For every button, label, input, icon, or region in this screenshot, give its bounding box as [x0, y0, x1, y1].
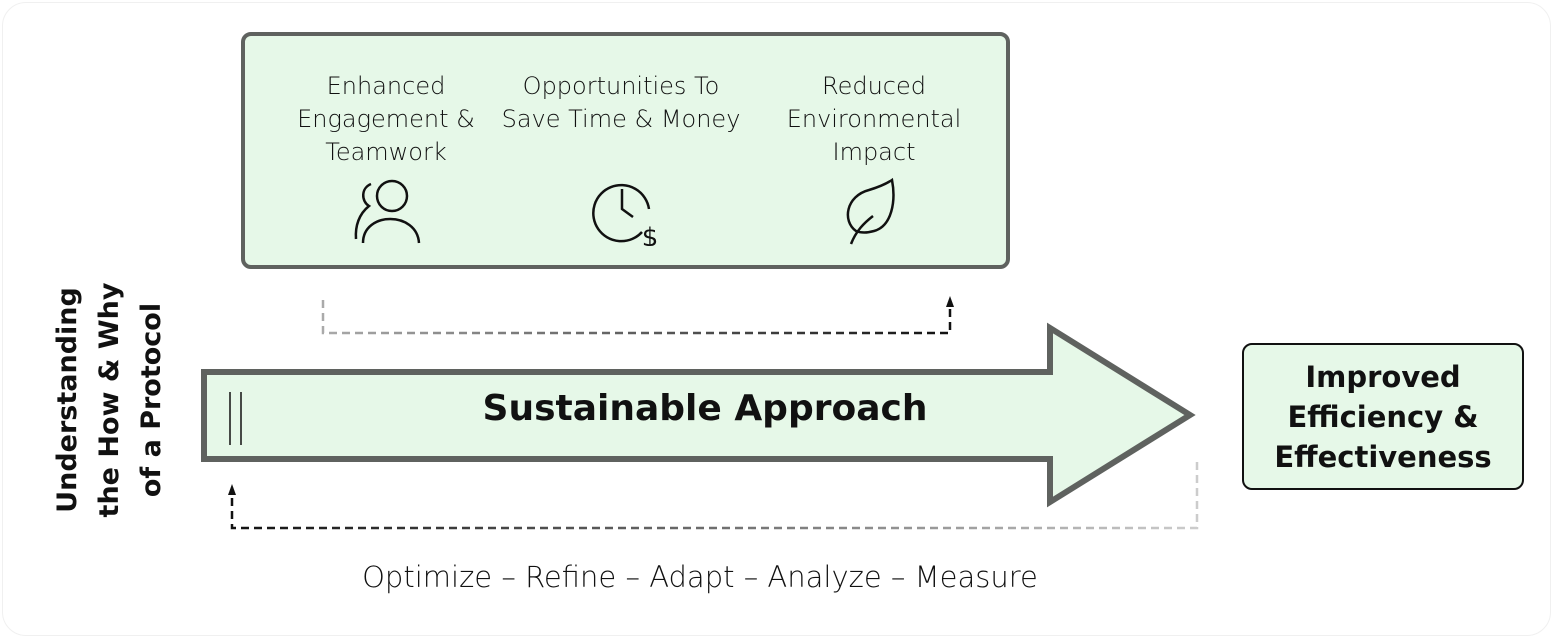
cycle-steps: Optimize – Refine – Adapt – Analyze – Me…: [362, 560, 1038, 594]
benefit-environment: Reduced Environmental Impact: [786, 72, 962, 166]
benefits-box: Enhanced Engagement & Teamwork Opportuni…: [241, 32, 1010, 269]
result-box: Improved Efficiency & Effectiveness: [1242, 343, 1524, 490]
benefit-engagement: Enhanced Engagement & Teamwork: [297, 72, 475, 166]
top-feedback-arrow: [321, 300, 952, 335]
leaf-icon: [846, 177, 895, 245]
people-icon: [354, 179, 421, 244]
result-label: Improved Efficiency & Effectiveness: [1274, 359, 1492, 474]
main-arrow: [201, 322, 1196, 508]
arrow-label: Sustainable Approach: [482, 388, 928, 429]
clock-dollar-icon: $: [592, 183, 659, 246]
side-label: Understanding the How & Why of a Protoco…: [52, 282, 167, 518]
benefit-save-time-money: Opportunities To Save Time & Money: [501, 72, 741, 133]
svg-text:$: $: [642, 223, 659, 246]
bottom-feedback-arrow: [230, 462, 1199, 530]
